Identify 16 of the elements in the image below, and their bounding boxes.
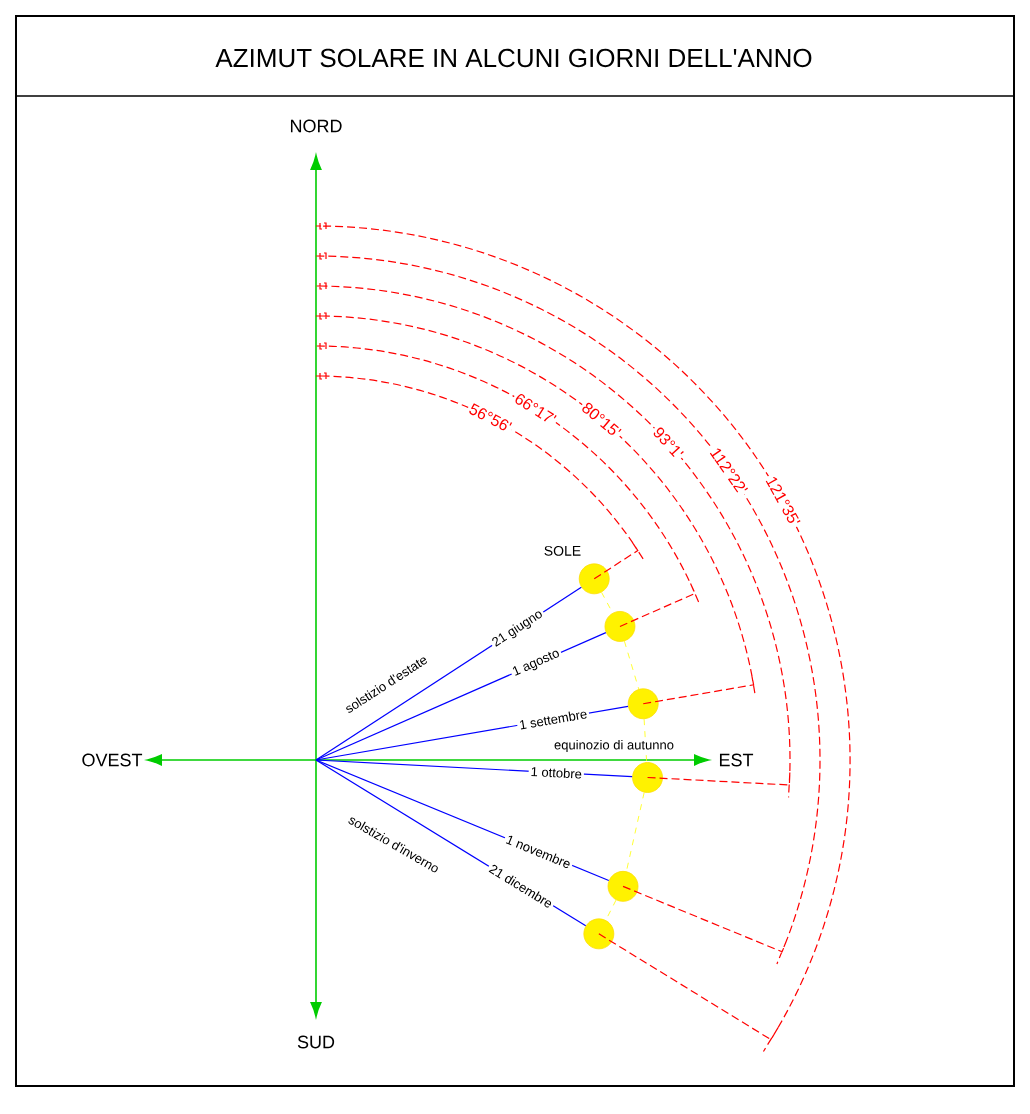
direction-label: NORD [291, 119, 342, 133]
direction-label: EST [719, 753, 754, 767]
connector [605, 899, 617, 921]
connector [601, 592, 614, 614]
sun [632, 762, 663, 793]
connector [626, 792, 645, 872]
sun [583, 918, 615, 950]
sun [627, 688, 659, 720]
direction-label: OVEST [82, 753, 143, 767]
sun [578, 563, 610, 595]
connector [624, 640, 640, 690]
connector [643, 718, 648, 763]
sun [607, 870, 639, 902]
sun [604, 611, 636, 642]
title: AZIMUT SOLARE IN ALCUNI GIORNI DELL'ANNO [215, 48, 812, 68]
direction-label: SUD [297, 1035, 335, 1049]
